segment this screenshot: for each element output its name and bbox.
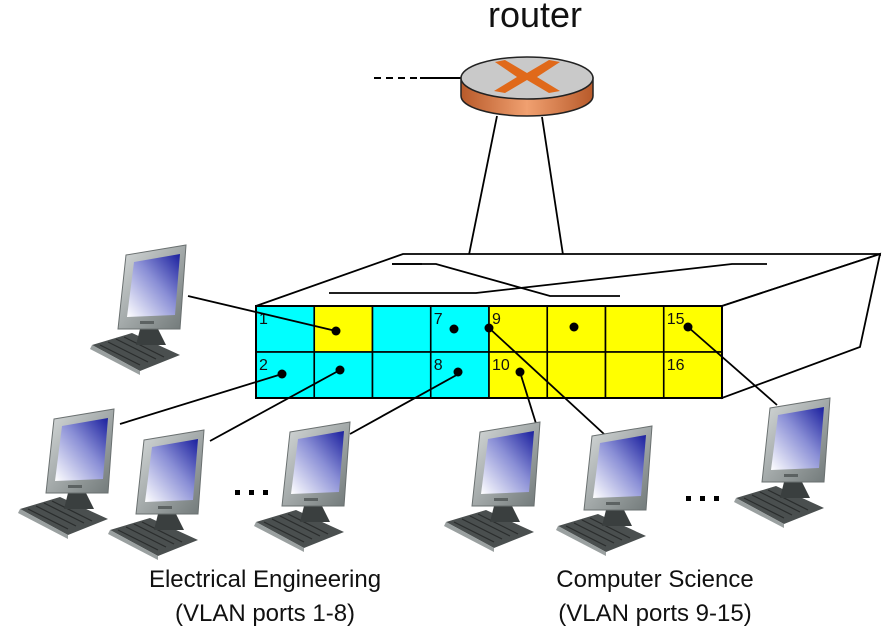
switch-port[interactable] [371, 305, 432, 353]
port-connection-dot [569, 322, 579, 332]
router-label: router [487, 0, 583, 35]
switch-port-9[interactable]: 9 [484, 305, 549, 353]
ee-group-label: Electrical Engineering (VLAN ports 1-8) [90, 563, 440, 631]
host-ee-4[interactable] [253, 421, 351, 553]
cs-group-name: Computer Science [556, 566, 754, 593]
host-cables [119, 295, 778, 442]
switch-port-2[interactable]: 2 [255, 351, 316, 399]
cs-group-ports: (VLAN ports 9-15) [558, 600, 752, 627]
switch-port-10[interactable]: 10 [488, 351, 549, 399]
port-label: 8 [434, 357, 443, 374]
switch-port[interactable] [313, 351, 374, 399]
switch-port[interactable] [371, 351, 432, 399]
host-cs-3[interactable] [733, 397, 831, 529]
cable-host-ee-3 [209, 369, 341, 442]
switch-port[interactable] [604, 351, 665, 399]
cable-host-ee-2 [119, 373, 283, 425]
ellipsis-cs [686, 496, 719, 501]
host-ee-2[interactable] [17, 408, 115, 540]
port-label: 1 [259, 311, 268, 328]
switch-front-panel [255, 305, 723, 399]
port-cell [604, 305, 665, 353]
host-ee-3[interactable] [107, 429, 205, 561]
port-connection-dot [449, 324, 459, 334]
host-cs-2[interactable] [555, 425, 653, 557]
switch-port[interactable] [604, 305, 665, 353]
switch-port[interactable] [313, 305, 374, 353]
ee-group-ports: (VLAN ports 1-8) [174, 600, 356, 627]
port-cell [662, 305, 723, 353]
port-label: 2 [259, 357, 268, 374]
cable-host-cs-3 [687, 326, 778, 406]
router-icon[interactable] [460, 56, 594, 117]
switch-port-16[interactable]: 16 [662, 351, 723, 399]
switch-port-8[interactable]: 8 [429, 351, 490, 399]
port-cell [546, 351, 607, 399]
switch-port[interactable] [546, 305, 607, 353]
cs-group-label: Computer Science (VLAN ports 9-15) [505, 563, 805, 631]
port-cell [604, 351, 665, 399]
port-cell [313, 305, 374, 353]
port-connection-dot [453, 367, 463, 377]
port-label: 15 [667, 311, 685, 328]
port-label: 16 [667, 357, 685, 374]
cable-host-cs-2 [488, 327, 605, 435]
port-label: 9 [492, 311, 501, 328]
port-cell [313, 351, 374, 399]
switch-port[interactable] [546, 351, 607, 399]
cable-host-ee-1 [187, 295, 337, 332]
port-cell [429, 351, 490, 399]
cable-host-ee-4 [349, 371, 463, 435]
port-label: 10 [492, 357, 510, 374]
ee-group-name: Electrical Engineering [148, 566, 382, 593]
switch-port-7[interactable]: 7 [429, 305, 490, 353]
port-cell [371, 351, 432, 399]
port-label: 7 [434, 311, 443, 328]
switch-port-15[interactable]: 15 [662, 305, 723, 353]
host-cs-1[interactable] [443, 421, 541, 553]
switch-port-grid: 1 7 9 15 2 8 10 16 [255, 305, 723, 399]
host-ee-1[interactable] [89, 244, 187, 376]
ellipsis-ee [235, 490, 268, 495]
port-cell [371, 305, 432, 353]
port-cell [662, 351, 723, 399]
cable-host-cs-1 [519, 371, 539, 431]
switch-port-1[interactable]: 1 [255, 305, 316, 353]
